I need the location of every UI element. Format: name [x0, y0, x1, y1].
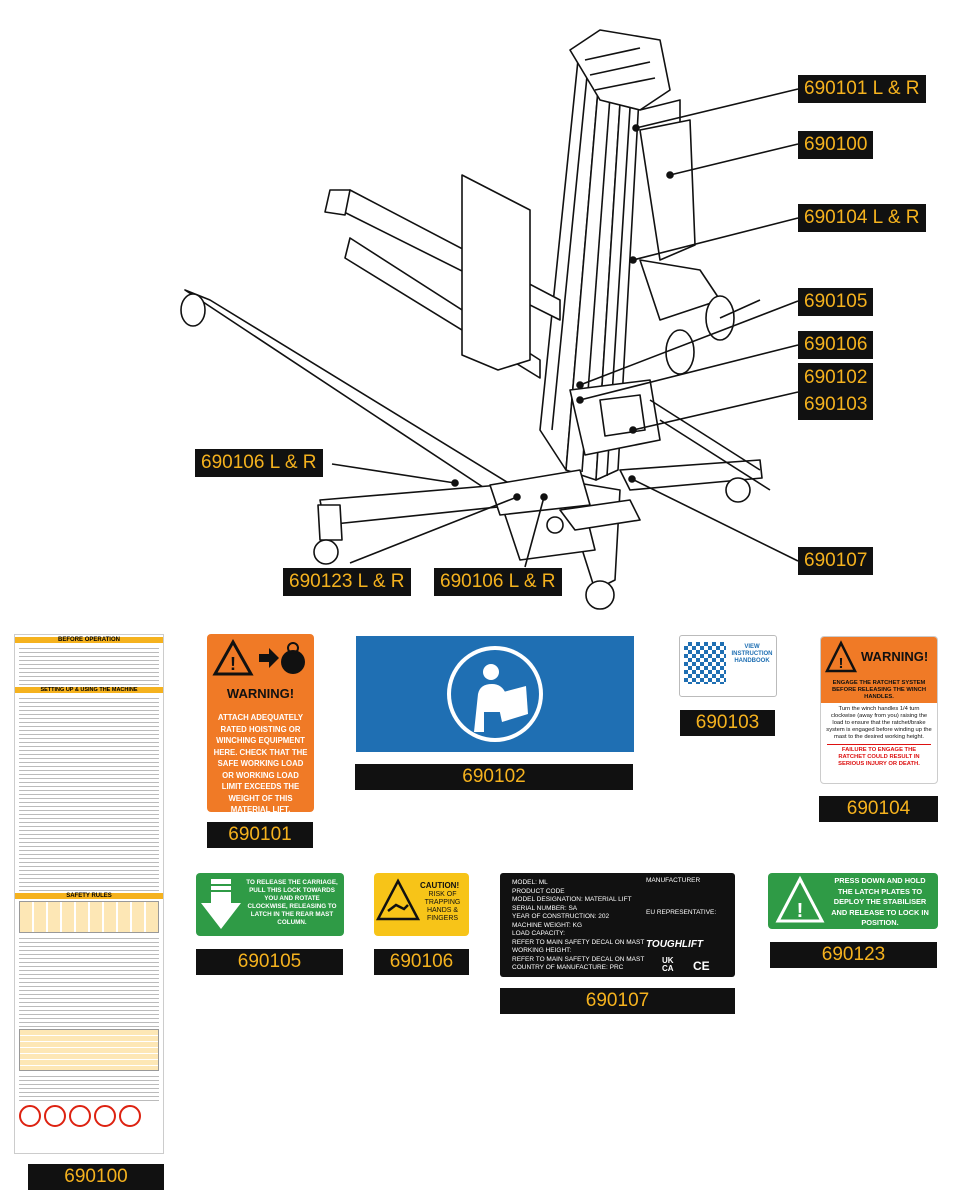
id-690103: 690103 — [680, 710, 775, 736]
id-690100: 690100 — [28, 1164, 164, 1190]
decal-690100-heading-setup: SETTING UP & USING THE MACHINE — [15, 687, 163, 693]
prohibition-icon — [119, 1105, 141, 1127]
warning-icon: ! — [775, 875, 825, 923]
callout-690102-690103: 690102 690103 — [798, 363, 874, 420]
decal-690100-height-table — [19, 1029, 159, 1071]
id-690106: 690106 — [374, 949, 469, 975]
plate-line: MODEL DESIGNATION: MATERIAL LIFT — [512, 896, 632, 903]
prohibition-icon — [44, 1105, 66, 1127]
decal-690104-footer: FAILURE TO ENGAGE THE RATCHET COULD RESU… — [827, 744, 931, 770]
svg-text:!: ! — [230, 654, 236, 674]
plate-line: WORKING HEIGHT: — [512, 947, 572, 954]
decal-690100-text-block-2 — [19, 695, 159, 891]
decal-690103: VIEW INSTRUCTION HANDBOOK — [679, 635, 777, 697]
id-690102: 690102 — [355, 764, 633, 790]
callout-690103: 690103 — [804, 394, 868, 415]
decal-690100-text-block — [19, 645, 159, 685]
plate-line: YEAR OF CONSTRUCTION: 202 — [512, 913, 610, 920]
decal-690100-prohibition-icons — [19, 1105, 159, 1127]
callout-690123: 690123 L & R — [283, 568, 411, 596]
arrow-down-icon — [201, 879, 241, 929]
plate-line: MODEL: ML — [512, 879, 548, 886]
svg-text:!: ! — [797, 900, 804, 922]
base-leg-right — [619, 459, 763, 491]
toughlift-logo: TOUGHLIFT — [646, 939, 704, 950]
id-690105: 690105 — [196, 949, 343, 975]
id-690104: 690104 — [819, 796, 938, 822]
decal-690100-text-block-3 — [19, 935, 159, 1027]
decal-690104-body: Turn the winch handles 1/4 turn clockwis… — [826, 706, 932, 740]
plate-line: PRODUCT CODE — [512, 887, 565, 895]
callout-690102: 690102 — [804, 367, 868, 388]
callout-690106-left: 690106 L & R — [195, 449, 323, 477]
callout-690104: 690104 L & R — [798, 204, 926, 232]
decal-690103-text: VIEW INSTRUCTION HANDBOOK — [731, 644, 773, 664]
decal-690107-eu-rep: EU REPRESENTATIVE: — [646, 909, 717, 916]
prohibition-icon — [69, 1105, 91, 1127]
decal-690107: MODEL: ML PRODUCT CODE MODEL DESIGNATION… — [500, 873, 735, 977]
decal-690107-lines: MODEL: ML PRODUCT CODE MODEL DESIGNATION… — [512, 879, 644, 973]
plate-line: REFER TO MAIN SAFETY DECAL ON MAST — [512, 955, 645, 963]
callout-690106-lower: 690106 L & R — [434, 568, 562, 596]
decal-690123: ! PRESS DOWN AND HOLD THE LATCH PLATES T… — [768, 873, 938, 929]
material-lift-illustration — [180, 29, 799, 610]
decal-690101-body: ATTACH ADEQUATELY RATED HOISTING OR WINC… — [213, 713, 308, 812]
decal-690104-warning: WARNING! — [861, 649, 929, 664]
decal-690100-load-table — [19, 901, 159, 933]
id-690107: 690107 — [500, 988, 735, 1014]
decal-690101: ! WARNING! ATTACH ADEQUATELY RATED HOIST… — [207, 634, 314, 812]
prohibition-icon — [94, 1105, 116, 1127]
plate-line: MACHINE WEIGHT: KG — [512, 921, 583, 929]
warning-hoist-icon: ! — [212, 638, 305, 676]
id-690101: 690101 — [207, 822, 313, 848]
decal-690123-body: PRESS DOWN AND HOLD THE LATCH PLATES TO … — [831, 876, 929, 927]
qr-code-icon — [684, 642, 726, 684]
callout-690100: 690100 — [798, 131, 874, 159]
winch-cover — [639, 119, 696, 261]
decal-690100: BEFORE OPERATION SETTING UP & USING THE … — [14, 634, 164, 1154]
callout-690107: 690107 — [798, 547, 874, 575]
ce-mark: CE — [693, 959, 710, 973]
decal-690104-header: ! WARNING! — [821, 637, 937, 679]
decal-690104-subheader: ENGAGE THE RATCHET SYSTEM BEFORE RELEASI… — [821, 679, 937, 703]
decal-690105: TO RELEASE THE CARRIAGE, PULL THIS LOCK … — [196, 873, 344, 936]
prohibition-icon — [19, 1105, 41, 1127]
plate-line: COUNTRY OF MANUFACTURE: PRC — [512, 964, 624, 971]
plate-line: REFER TO MAIN SAFETY DECAL ON MAST — [512, 938, 645, 946]
id-690123: 690123 — [770, 942, 937, 968]
plate-line: LOAD CAPACITY: — [512, 930, 565, 937]
decal-690104-heading: ENGAGE THE RATCHET SYSTEM BEFORE RELEASI… — [831, 680, 927, 700]
read-manual-icon — [447, 646, 543, 742]
decal-690104: ! WARNING! ENGAGE THE RATCHET SYSTEM BEF… — [820, 636, 938, 784]
ukca-mark: UK CA — [662, 956, 674, 973]
decal-690106-caution: CAUTION! — [420, 881, 460, 890]
decal-690106-body: RISK OF TRAPPING HANDS & FINGERS — [424, 891, 461, 922]
decal-690100-text-block-4 — [19, 1073, 159, 1103]
decal-690100-heading-before: BEFORE OPERATION — [15, 637, 163, 643]
warning-icon: ! — [824, 640, 858, 673]
hand-crush-warning-icon — [375, 878, 421, 921]
decal-690100-heading-safety: SAFETY RULES — [15, 893, 163, 899]
decal-690107-manufacturer: MANUFACTURER — [646, 877, 701, 884]
callout-690101: 690101 L & R — [798, 75, 926, 103]
callout-690106-upper: 690106 — [798, 331, 874, 359]
decal-690101-warning: WARNING! — [226, 686, 295, 701]
decal-690105-body: TO RELEASE THE CARRIAGE, PULL THIS LOCK … — [246, 879, 338, 926]
decal-690102 — [356, 636, 634, 752]
callout-690105: 690105 — [798, 288, 874, 316]
plate-line: SERIAL NUMBER: SA — [512, 904, 578, 912]
decal-690106: CAUTION! RISK OF TRAPPING HANDS & FINGER… — [374, 873, 469, 936]
svg-text:!: ! — [839, 655, 844, 672]
